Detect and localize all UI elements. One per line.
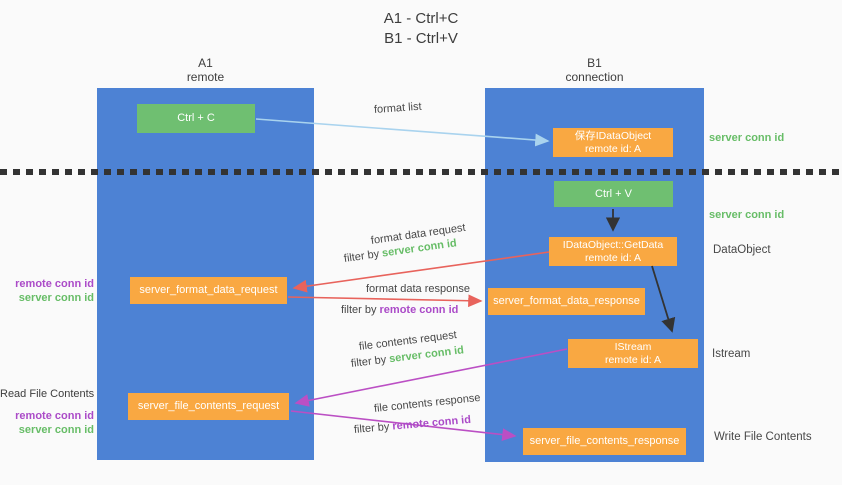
node-server-format-data-response-label: server_format_data_response [493, 295, 640, 307]
label-remote-conn-id-2: remote conn id [15, 410, 94, 422]
node-server-format-data-request: server_format_data_request [130, 277, 287, 304]
lane-a1-title: A1 [198, 56, 213, 70]
node-ctrl-c: Ctrl + C [137, 104, 255, 133]
diagram-title: A1 - Ctrl+C B1 - Ctrl+V [0, 9, 842, 49]
node-save-idataobject: 保存IDataObject remote id: A [553, 128, 673, 157]
label-server-conn-id-2: server conn id [18, 424, 94, 436]
label-read-file-contents: Read File Contents [0, 388, 95, 400]
node-server-file-contents-request: server_file_contents_request [128, 393, 289, 420]
label-remote-conn-id-1: remote conn id [15, 278, 94, 290]
label-filter-by-remote-conn-id-1: filter by remote conn id [341, 304, 458, 316]
node-server-file-contents-response-label: server_file_contents_response [529, 435, 680, 447]
title-line-1: A1 - Ctrl+C [383, 10, 459, 27]
arrow-format-data-request [292, 251, 550, 293]
node-ctrl-c-label: Ctrl + C [177, 112, 215, 124]
node-istream: IStream remote id: A [568, 339, 698, 368]
node-idataobject-getdata-line1: IDataObject::GetData [562, 239, 664, 251]
copy-paste-divider-line [0, 169, 842, 175]
node-ctrl-v: Ctrl + V [554, 181, 673, 207]
node-server-format-data-request-label: server_format_data_request [139, 284, 278, 296]
title-line-2: B1 - Ctrl+V [384, 30, 458, 47]
lane-header-b1: B1 connection [485, 56, 704, 84]
arrow-getdata-to-istream [651, 265, 676, 333]
arrow-format-data-response [287, 294, 483, 308]
lane-b1-subtitle: connection [565, 70, 624, 84]
node-server-file-contents-response: server_file_contents_response [523, 428, 686, 455]
lane-header-a1: A1 remote [97, 56, 314, 84]
label-format-data-response: format data response [366, 283, 470, 295]
lane-a1-subtitle: remote [186, 70, 225, 84]
node-server-format-data-response: server_format_data_response [488, 288, 645, 315]
lane-b1-title: B1 [587, 56, 602, 70]
node-save-idataobject-line2: remote id: A [584, 142, 642, 155]
node-idataobject-getdata: IDataObject::GetData remote id: A [549, 237, 677, 266]
node-ctrl-v-label: Ctrl + V [595, 187, 632, 200]
label-write-file-contents: Write File Contents [714, 431, 812, 443]
node-istream-line1: IStream [614, 341, 652, 353]
remote-conn-id-text: remote conn id [379, 304, 459, 316]
arrow-format-list [255, 118, 550, 147]
label-dataobject: DataObject [713, 244, 771, 256]
arrow-file-contents-request [294, 348, 568, 407]
label-server-conn-id-1: server conn id [18, 292, 94, 304]
label-server-conn-id-mid: server conn id [709, 209, 785, 221]
label-server-conn-id-top: server conn id [709, 132, 785, 144]
node-idataobject-getdata-line2: remote id: A [584, 251, 642, 264]
node-save-idataobject-line1: 保存IDataObject [574, 130, 652, 142]
filter-by-text: filter by [341, 304, 380, 316]
label-istream: Istream [712, 348, 751, 360]
node-server-file-contents-request-label: server_file_contents_request [137, 400, 280, 412]
arrow-file-contents-response [290, 410, 517, 441]
node-istream-line2: remote id: A [604, 353, 662, 366]
